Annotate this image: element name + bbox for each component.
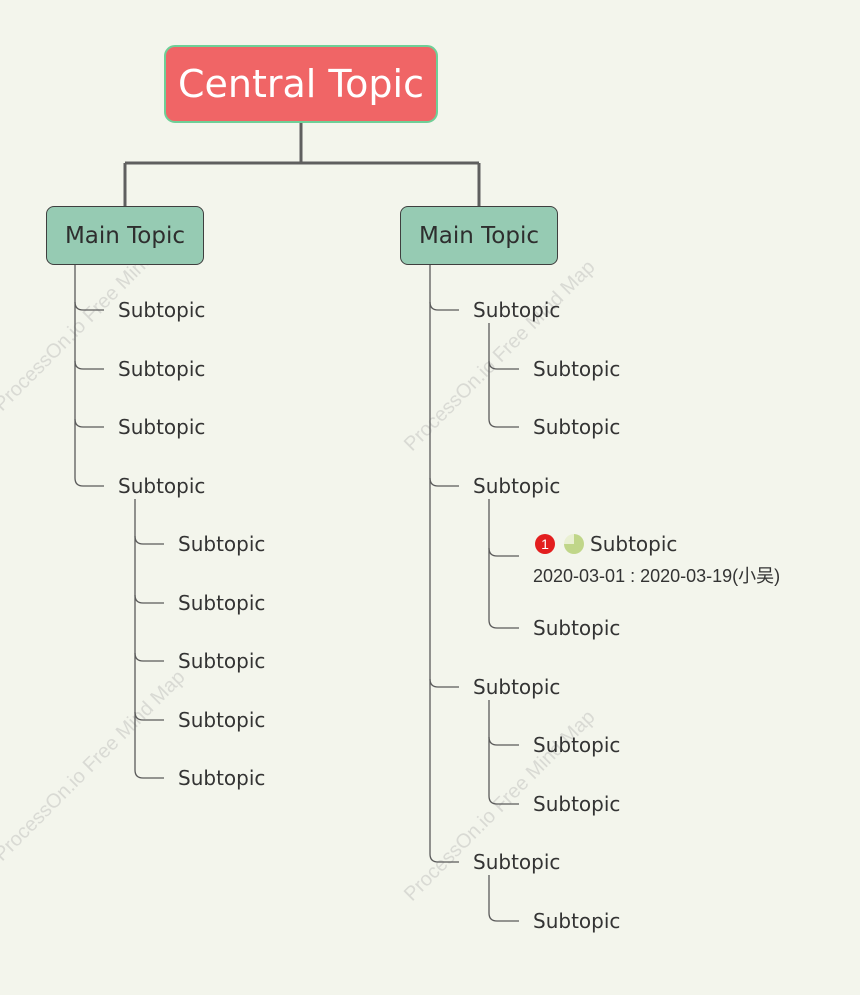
subtopic[interactable]: Subtopic [118,298,206,322]
subtopic[interactable]: Subtopic [118,357,206,381]
subtopic[interactable]: Subtopic [533,733,621,757]
central-topic[interactable]: Central Topic [164,45,438,123]
subtopic[interactable]: Subtopic [178,532,266,556]
subtopic[interactable]: Subtopic [118,415,206,439]
subtopic[interactable]: Subtopic [118,474,206,498]
subtopic[interactable]: Subtopic [473,474,561,498]
subtopic[interactable]: Subtopic [473,675,561,699]
subtopic[interactable]: Subtopic [178,649,266,673]
subtopic[interactable]: Subtopic [533,792,621,816]
subtopic[interactable]: Subtopic [533,616,621,640]
subtopic[interactable]: Subtopic [178,591,266,615]
subtopic[interactable]: Subtopic [533,415,621,439]
subtopic[interactable]: Subtopic [178,708,266,732]
main-connectors [123,123,481,206]
priority-1-icon: 1 [535,534,555,554]
progress-pie-icon [564,534,584,554]
main-topic-right[interactable]: Main Topic [400,206,558,265]
subtopic-connectors [74,264,519,922]
subtopic[interactable]: Subtopic [533,909,621,933]
task-subtopic[interactable]: Subtopic [590,532,678,556]
main-topic-left[interactable]: Main Topic [46,206,204,265]
subtopic[interactable]: Subtopic [473,298,561,322]
task-date-range: 2020-03-01 : 2020-03-19(小吴) [533,566,781,586]
subtopic[interactable]: Subtopic [533,357,621,381]
subtopic[interactable]: Subtopic [473,850,561,874]
subtopic[interactable]: Subtopic [178,766,266,790]
